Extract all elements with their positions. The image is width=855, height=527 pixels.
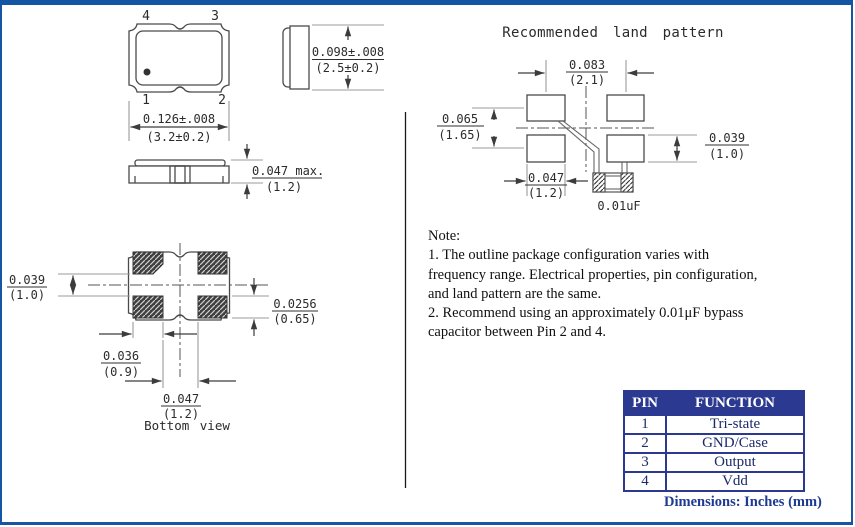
note-line: and land pattern are the same. bbox=[428, 285, 602, 302]
pin-function-table: PIN FUNCTION 1 Tri-state 2 GND/Case 3 Ou… bbox=[623, 390, 805, 492]
package-end-view bbox=[282, 25, 310, 90]
pin-number: 4 bbox=[623, 471, 667, 492]
dim-land-pad-h-mm: (1.0) bbox=[709, 147, 745, 161]
dim-land-pad-w-in: 0.047 bbox=[528, 171, 564, 185]
bypass-capacitor bbox=[592, 172, 634, 193]
pin-number: 1 bbox=[623, 414, 667, 435]
dim-pad-gap-v-mm: (1.0) bbox=[9, 288, 45, 302]
pin-function: Output bbox=[665, 452, 805, 473]
dim-pad-height: 0.0256 (0.65) bbox=[232, 278, 318, 336]
dim-land-pad-h-in: 0.039 bbox=[709, 131, 745, 145]
pin-number: 3 bbox=[623, 452, 667, 473]
table-row: 2 GND/Case bbox=[623, 433, 805, 454]
pin1-marker-dot bbox=[143, 68, 151, 76]
package-side-view bbox=[128, 159, 230, 184]
dim-thickness-in: 0.047 max. bbox=[252, 164, 324, 178]
land-pad-upper-left bbox=[526, 94, 566, 122]
dim-thickness: 0.047 max. (1.2) bbox=[231, 144, 324, 199]
capacitor-value-label: 0.01uF bbox=[597, 199, 640, 213]
table-row: 4 Vdd bbox=[623, 471, 805, 492]
dim-body-height-in: 0.098±.008 bbox=[312, 45, 384, 59]
pin-function: GND/Case bbox=[665, 433, 805, 454]
note-line: frequency range. Electrical properties, … bbox=[428, 266, 758, 283]
dimensions-units-label: Dimensions: Inches (mm) bbox=[664, 494, 822, 510]
table-row: 3 Output bbox=[623, 452, 805, 473]
note-heading: Note: bbox=[428, 228, 461, 244]
table-header-row: PIN FUNCTION bbox=[623, 390, 805, 416]
note-line: 2. Recommend using an approximately 0.01… bbox=[428, 305, 744, 322]
dim-land-pitch-y-in: 0.065 bbox=[442, 112, 478, 126]
dim-pad-height-mm: (0.65) bbox=[273, 312, 316, 326]
dim-pad-gap-h-mm: (1.2) bbox=[163, 407, 199, 421]
dim-land-pitch-y-mm: (1.65) bbox=[438, 128, 481, 142]
dim-body-width-mm: (3.2±0.2) bbox=[146, 130, 211, 144]
dim-pad-width-in: 0.036 bbox=[103, 349, 139, 363]
dim-pad-gap-horizontal: 0.047 (1.2) Bottom view bbox=[125, 322, 236, 433]
trace-pad4-to-capacitor bbox=[562, 120, 600, 174]
pad-4-hatched bbox=[197, 295, 228, 319]
dim-body-width: 0.126±.008 (3.2±0.2) bbox=[128, 101, 230, 144]
land-pad-lower-right bbox=[606, 134, 645, 163]
dim-land-pitch-x-mm: (2.1) bbox=[569, 73, 605, 87]
dim-pad-width-mm: (0.9) bbox=[103, 365, 139, 379]
function-column-header: FUNCTION bbox=[665, 390, 805, 416]
pin-function: Vdd bbox=[665, 471, 805, 492]
dim-pad-height-in: 0.0256 bbox=[273, 297, 316, 311]
land-pattern: Recommended land pattern 0.083 (2.1) 0.0… bbox=[437, 25, 749, 213]
pad-1-hatched bbox=[132, 251, 164, 275]
land-pad-lower-left bbox=[526, 134, 566, 163]
trace-pad4-to-capacitor bbox=[557, 120, 595, 174]
package-bottom-view bbox=[88, 243, 271, 377]
dim-body-height: 0.098±.008 (2.5±0.2) bbox=[312, 24, 384, 91]
table-row: 1 Tri-state bbox=[623, 414, 805, 435]
notes-block: Note: 1. The outline package configurati… bbox=[428, 227, 828, 343]
pin-number: 2 bbox=[623, 433, 667, 454]
pin-label-4: 4 bbox=[142, 9, 150, 24]
dim-body-width-in: 0.126±.008 bbox=[143, 112, 215, 126]
dim-pad-gap-v-in: 0.039 bbox=[9, 273, 45, 287]
note-line: 1. The outline package configuration var… bbox=[428, 247, 710, 264]
bottom-view-label: Bottom view bbox=[144, 418, 230, 433]
pin-label-3: 3 bbox=[211, 9, 219, 24]
pin-column-header: PIN bbox=[623, 390, 667, 416]
dim-pad-gap-vertical: 0.039 (1.0) bbox=[7, 273, 130, 302]
note-line: capacitor between Pin 2 and 4. bbox=[428, 324, 606, 341]
pin-label-2: 2 bbox=[218, 93, 226, 108]
dim-thickness-mm: (1.2) bbox=[266, 180, 302, 194]
dim-land-pitch-x-in: 0.083 bbox=[569, 58, 605, 72]
pad-3-hatched bbox=[132, 295, 164, 319]
dim-pad-gap-h-in: 0.047 bbox=[163, 392, 199, 406]
package-top-view: 4 3 1 2 bbox=[128, 9, 230, 108]
pin-function: Tri-state bbox=[665, 414, 805, 435]
land-pad-upper-right bbox=[606, 94, 645, 122]
pin-label-1: 1 bbox=[142, 93, 150, 108]
dim-land-pad-w-mm: (1.2) bbox=[528, 186, 564, 200]
dim-body-height-mm: (2.5±0.2) bbox=[315, 61, 380, 75]
pad-2-hatched bbox=[197, 251, 228, 275]
dim-pad-width: 0.036 (0.9) bbox=[99, 322, 197, 379]
land-pattern-title: Recommended land pattern bbox=[502, 25, 724, 41]
